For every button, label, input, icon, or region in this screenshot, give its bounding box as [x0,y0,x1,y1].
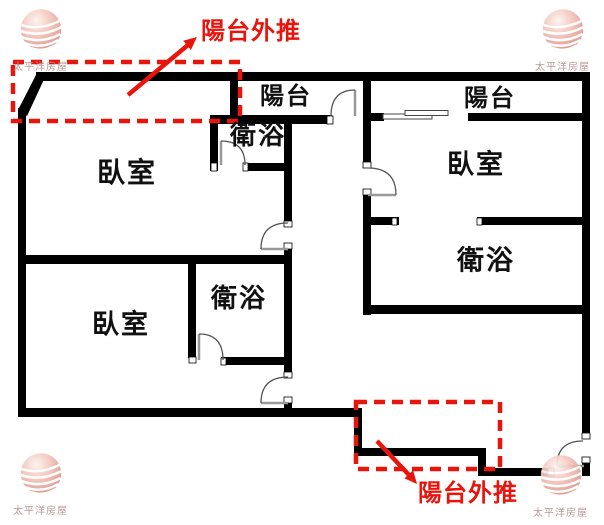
door-bathroom-bottom-left [197,333,224,361]
wall-step1-vertical [354,408,362,456]
wall-bath-bl-left [188,255,196,358]
wall-left-divider-a [284,115,292,221]
wall-tr-balcony-bottom-b [468,113,582,121]
walls [18,72,590,476]
pushout-dashed-box-bottom [353,399,503,472]
wall-balcony-divider [230,72,238,123]
wall-outer-left [18,108,26,417]
room-label-bathroom-bottom-left: 衛浴 [210,284,268,314]
wall-bath-r-bottom [363,305,590,314]
door-bedroom-top-left [260,222,289,251]
wall-tr-balcony-bottom-a [371,113,384,121]
wall-bath-tl-left [210,115,218,171]
pushout-arrow-top [126,37,197,97]
door-main-entrance [556,440,584,468]
room-label-bedroom-top-right: 臥室 [447,149,505,181]
room-label-bathroom-right: 衛浴 [457,245,515,277]
room-label-bedroom-top-left: 臥室 [96,156,158,189]
wall-step2-horizontal [478,468,554,476]
annotation-balcony-pushout-top: 陽台外推 [201,17,301,45]
wall-left-divider-b [284,249,292,373]
wall-right-vertical-a [363,72,371,168]
wall-corner-diagonal [18,73,47,116]
door-jambs [188,115,591,477]
wall-bath-tl-top [210,115,332,124]
wall-left-divider-c [284,403,292,417]
wall-outer-bottom-left [18,408,362,417]
wall-step2-vertical [478,448,486,474]
room-label-bedroom-bottom-left: 臥室 [92,309,150,341]
pushout-arrow-bottom [375,439,417,484]
annotation-balcony-pushout-bottom: 陽台外推 [418,479,518,507]
wall-mid-left-horizontal [26,255,292,264]
door-balcony-middle [330,89,357,117]
wall-entry-corner [582,462,590,476]
pushout-dashed-box-top [10,59,243,124]
door-bathroom-top-left [219,140,246,166]
wall-right-vertical-b [363,195,371,315]
wall-bath-bl-bottom [221,357,292,365]
room-label-balcony-top-middle: 陽台 [260,82,312,110]
room-label-bathroom-top-left: 衛浴 [229,121,287,151]
wall-bath-r-top-a [371,217,399,225]
wall-bath-r-top-b [477,217,582,225]
wall-step1-horizontal [354,448,486,456]
wall-outer-top [36,72,590,81]
wall-bath-tl-bottom [243,163,292,171]
balcony-pushout-annotations [10,37,503,484]
wall-outer-right [582,72,590,439]
room-label-balcony-top-right: 陽台 [464,84,516,112]
sliding-door-window [382,110,449,120]
door-bedroom-bottom-left [260,376,289,405]
door-bedroom-top-right [367,167,397,197]
